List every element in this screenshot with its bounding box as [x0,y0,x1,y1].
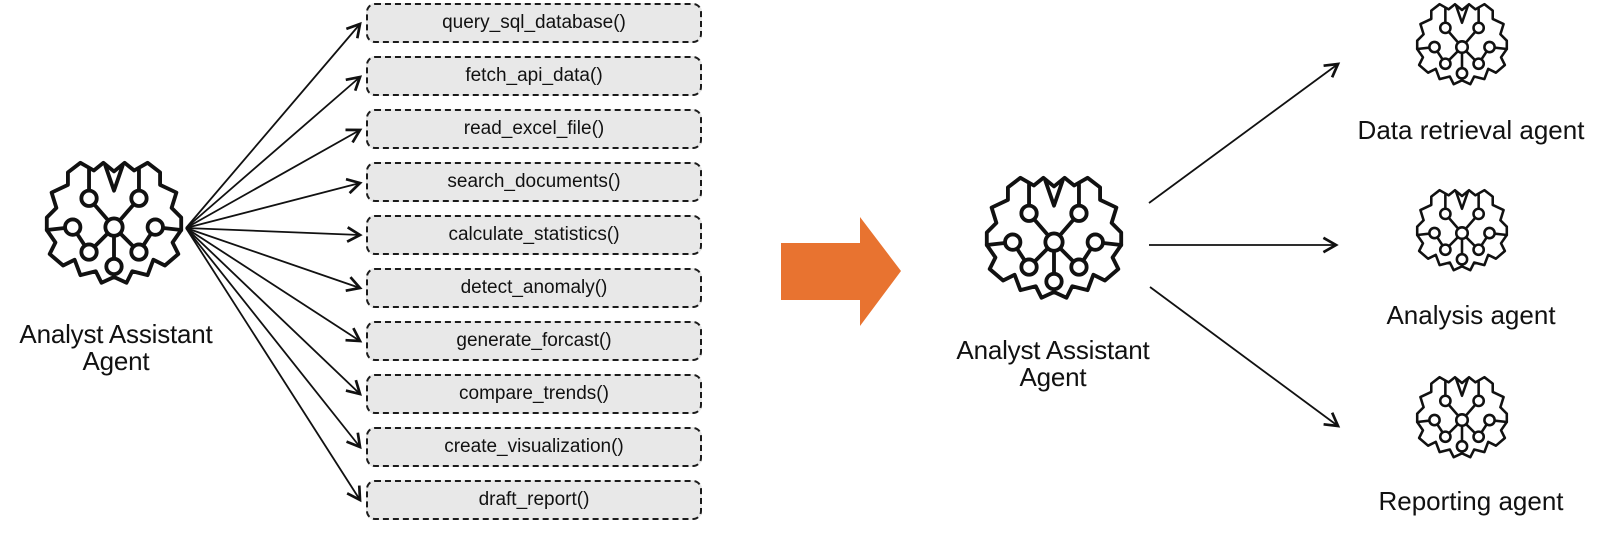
data-retrieval-agent-label: Data retrieval agent [1357,115,1585,145]
analyst-assistant-agent-icon-left [42,158,186,302]
analyst-assistant-agent-icon-right [982,173,1126,317]
transform-arrow [781,217,901,326]
tool-box-calculate-statistics: calculate_statistics() [366,215,702,255]
tool-box-create-visualization: create_visualization() [366,427,702,467]
right-agent-label: Analyst Assistant Agent [943,337,1163,391]
tool-connector-arrows [185,21,363,503]
tool-box-fetch-api-data: fetch_api_data() [366,56,702,96]
reporting-agent-label: Reporting agent [1378,486,1564,516]
data-retrieval-agent-icon [1414,1,1510,97]
right-agent-label-line2: Agent [1019,362,1087,392]
tool-box-detect-anomaly: detect_anomaly() [366,268,702,308]
analysis-agent-icon [1414,187,1510,283]
left-agent-label: Analyst Assistant Agent [6,321,226,375]
tool-box-read-excel-file: read_excel_file() [366,109,702,149]
tool-box-draft-report: draft_report() [366,480,702,520]
left-agent-label-line2: Agent [82,346,150,376]
reporting-agent-icon [1414,374,1510,470]
tool-box-query-sql-database: query_sql_database() [366,3,702,43]
subagent-connector-arrows [1148,62,1341,428]
tool-box-search-documents: search_documents() [366,162,702,202]
analysis-agent-label: Analysis agent [1386,300,1556,330]
tool-box-compare-trends: compare_trends() [366,374,702,414]
right-agent-label-line1: Analyst Assistant [956,335,1150,365]
left-agent-label-line1: Analyst Assistant [19,319,213,349]
tool-box-generate-forcast: generate_forcast() [366,321,702,361]
